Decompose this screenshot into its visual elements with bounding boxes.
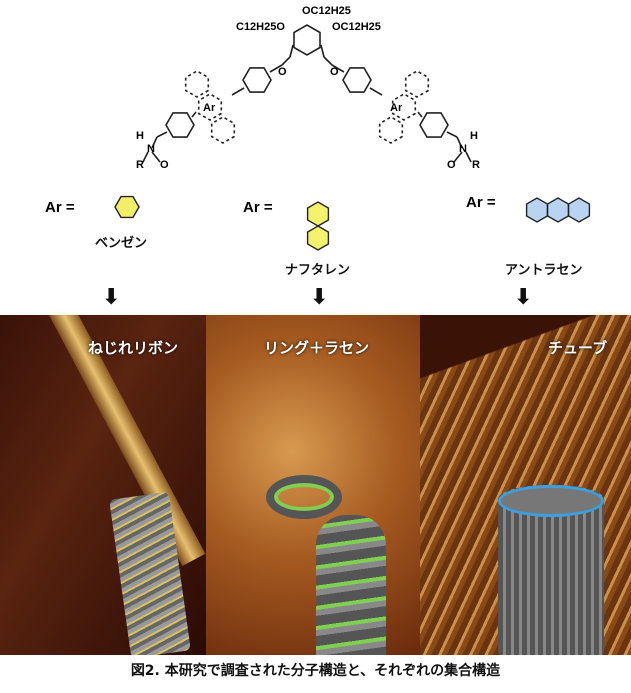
panel-title: リング＋ラセン [264, 339, 370, 357]
substituent-left: C12H25O [236, 21, 285, 33]
tube-model [498, 485, 604, 655]
ar-dashed-ring [404, 70, 430, 98]
anthracene-icon [567, 197, 591, 223]
arrow-down-icon: ⬇ [514, 285, 533, 310]
amide-r-left: R [136, 159, 144, 171]
label-anthracene: アントラセン [505, 263, 583, 278]
ring-model [266, 475, 342, 519]
ar-dashed-ring [197, 93, 223, 121]
ar-label-left: Ar [203, 102, 216, 114]
ar-dashed-ring [184, 70, 210, 98]
helix-model [316, 515, 386, 655]
amide-n-right: N [459, 143, 467, 155]
anthracene-icon [546, 197, 570, 223]
ar-prefix-anthracene: Ar = [466, 194, 496, 211]
phenoxy-ring [242, 67, 272, 93]
panel-title: ねじれリボン [88, 339, 179, 357]
ar-dashed-ring [391, 93, 417, 121]
molecular-structure: OC12H25 C12H25O OC12H25 O O Ar Ar H N R … [45, 5, 591, 251]
ar-dashed-ring [210, 116, 236, 144]
central-benzene-ring [293, 24, 321, 56]
panel-ring-helix: リング＋ラセン [206, 315, 420, 655]
amide-o-left: O [160, 159, 169, 171]
arrow-down-icon: ⬇ [310, 285, 329, 310]
amide-n-left: N [147, 143, 155, 155]
ar-dashed-ring [378, 116, 404, 144]
substituent-top: OC12H25 [302, 5, 351, 17]
amide-h-right: H [470, 130, 478, 142]
panel-title: チューブ [548, 339, 608, 357]
benzene-icon [114, 195, 140, 219]
ether-o-right: O [330, 66, 339, 78]
ether-o-left: O [278, 66, 287, 78]
substituent-right: OC12H25 [332, 21, 381, 33]
label-benzene: ベンゼン [95, 236, 148, 251]
amide-phenyl-ring [165, 112, 195, 138]
ar-prefix-benzene: Ar = [45, 199, 75, 216]
arrow-down-icon: ⬇ [102, 285, 121, 310]
amide-h-left: H [136, 130, 144, 142]
label-naphthalene: ナフタレン [285, 263, 351, 278]
figure-caption: 図2. 本研究で調査された分子構造と、それぞれの集合構造 [130, 663, 501, 679]
amide-o-right: O [447, 159, 456, 171]
naphthalene-icon [306, 201, 330, 227]
panel-twisted-ribbon: ねじれリボン [0, 315, 206, 655]
ar-label-right: Ar [390, 102, 403, 114]
amide-phenyl-ring [419, 112, 449, 138]
naphthalene-icon [306, 225, 330, 251]
phenoxy-ring [342, 67, 372, 93]
ar-prefix-naphthalene: Ar = [243, 199, 273, 216]
panel-tube: チューブ [420, 315, 631, 655]
anthracene-icon [525, 197, 549, 223]
amide-r-right: R [472, 159, 480, 171]
